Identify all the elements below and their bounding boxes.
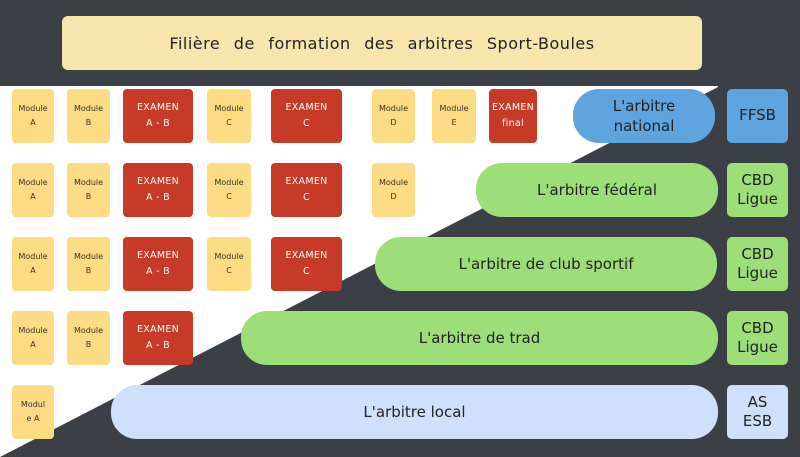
exam-box: EXAMEN A - B (123, 237, 193, 291)
exam-box: EXAMEN A - B (123, 89, 193, 143)
organization-badge: CBD Ligue (727, 237, 788, 291)
module-box: Module C (207, 89, 251, 143)
exam-box: EXAMEN final (489, 89, 537, 143)
module-box: Module B (67, 163, 110, 217)
module-box: Module B (67, 311, 110, 365)
exam-box: EXAMEN C (271, 237, 342, 291)
module-box: Module C (207, 163, 251, 217)
referee-level-1: L'arbitre national (573, 89, 715, 143)
exam-box: EXAMEN A - B (123, 163, 193, 217)
referee-level-5: L'arbitre local (111, 385, 718, 439)
module-box: Module D (372, 89, 415, 143)
module-box: Module B (67, 237, 110, 291)
module-box: Module A (12, 89, 54, 143)
referee-level-4: L'arbitre de trad (241, 311, 718, 365)
exam-box: EXAMEN C (271, 89, 342, 143)
module-box: Modul e A (12, 385, 54, 439)
referee-level-2: L'arbitre fédéral (476, 163, 718, 217)
module-box: Module D (372, 163, 415, 217)
organization-badge: AS ESB (727, 385, 788, 439)
module-box: Module B (67, 89, 110, 143)
module-box: Module A (12, 311, 54, 365)
organization-badge: CBD Ligue (727, 311, 788, 365)
module-box: Module C (207, 237, 251, 291)
diagram-title: Filière de formation des arbitres Sport-… (62, 16, 702, 70)
module-box: Module A (12, 163, 54, 217)
module-box: Module E (432, 89, 476, 143)
referee-level-3: L'arbitre de club sportif (375, 237, 717, 291)
organization-badge: CBD Ligue (727, 163, 788, 217)
organization-badge: FFSB (727, 89, 788, 143)
module-box: Module A (12, 237, 54, 291)
exam-box: EXAMEN A - B (123, 311, 193, 365)
exam-box: EXAMEN C (271, 163, 342, 217)
